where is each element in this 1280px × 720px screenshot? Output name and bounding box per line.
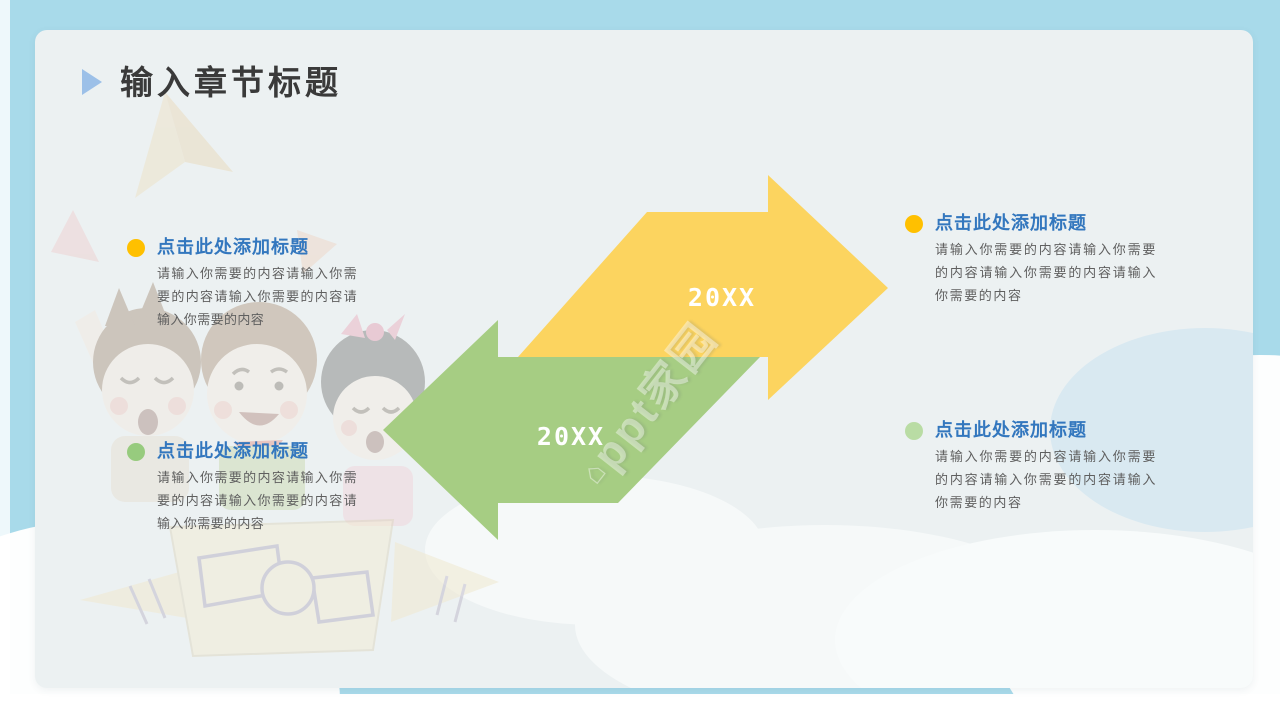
faded-illustration <box>51 92 1253 688</box>
bullet-icon <box>905 422 923 440</box>
pale-blue-blob <box>1050 328 1253 532</box>
slide-card: 20XX 20XX 输入章节标题 点击此处添加标题 请输入你需要的内容请输入你需… <box>35 30 1253 688</box>
page-bottom-band <box>0 694 1280 720</box>
page-title[interactable]: 输入章节标题 <box>120 64 342 101</box>
item-body[interactable]: 请输入你需要的内容请输入你需要的内容请输入你需要的内容请输入你需要的内容 <box>157 266 357 327</box>
placeholder-block-top-left: 点击此处添加标题 请输入你需要的内容请输入你需要的内容请输入你需要的内容请输入你… <box>127 236 357 331</box>
paper-plane-icon <box>297 230 337 274</box>
arrow-left-year-label[interactable]: 20XX <box>536 422 606 451</box>
item-title[interactable]: 点击此处添加标题 <box>157 441 309 461</box>
item-body[interactable]: 请输入你需要的内容请输入你需要的内容请输入你需要的内容请输入你需要的内容 <box>157 470 357 531</box>
item-body[interactable]: 请输入你需要的内容请输入你需要的内容请输入你需要的内容请输入你需要的内容 <box>935 242 1157 303</box>
placeholder-block-bottom-left: 点击此处添加标题 请输入你需要的内容请输入你需要的内容请输入你需要的内容请输入你… <box>127 440 357 535</box>
arrows-diagram <box>383 175 888 540</box>
paper-plane-icon <box>135 92 185 198</box>
page-left-strip <box>0 0 10 720</box>
arrow-right-shape[interactable] <box>518 175 888 400</box>
paper-plane-icon <box>51 210 99 262</box>
bullet-icon <box>127 443 145 461</box>
children-illustration <box>51 92 425 526</box>
cloud-shape <box>835 530 1253 688</box>
section-heading: 输入章节标题 <box>82 56 342 104</box>
paper-plane-icon <box>165 92 233 172</box>
item-body[interactable]: 请输入你需要的内容请输入你需要的内容请输入你需要的内容请输入你需要的内容 <box>935 449 1157 510</box>
bullet-icon <box>127 239 145 257</box>
placeholder-block-top-right: 点击此处添加标题 请输入你需要的内容请输入你需要的内容请输入你需要的内容请输入你… <box>905 212 1157 307</box>
arrow-right-year-label[interactable]: 20XX <box>687 283 757 312</box>
bullet-icon <box>905 215 923 233</box>
item-title[interactable]: 点击此处添加标题 <box>157 237 309 257</box>
item-title[interactable]: 点击此处添加标题 <box>935 420 1087 440</box>
arrow-left-shape[interactable] <box>383 320 760 540</box>
heading-triangle-icon <box>82 69 102 95</box>
item-title[interactable]: 点击此处添加标题 <box>935 213 1087 233</box>
paper-boat-illustration <box>80 518 499 658</box>
placeholder-block-bottom-right: 点击此处添加标题 请输入你需要的内容请输入你需要的内容请输入你需要的内容请输入你… <box>905 419 1157 514</box>
